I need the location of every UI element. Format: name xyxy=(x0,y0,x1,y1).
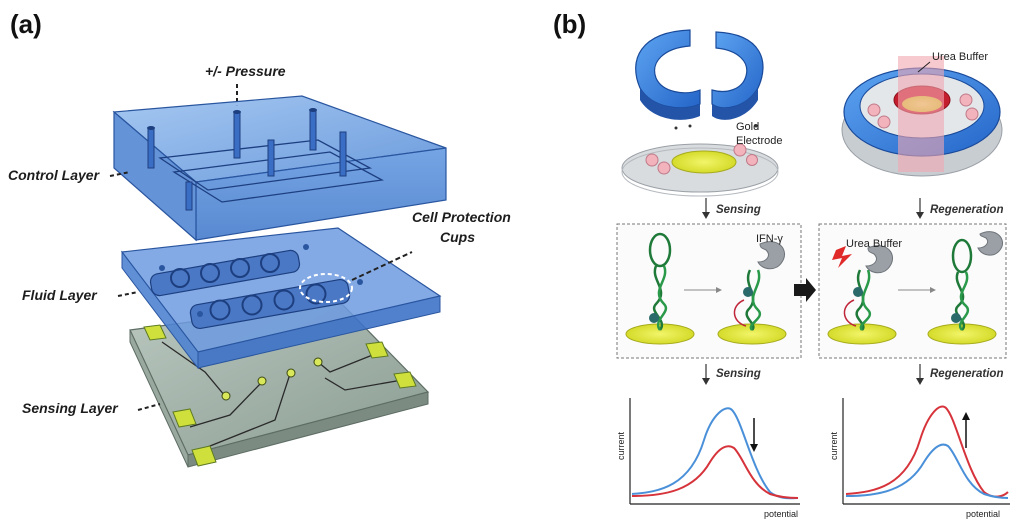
cups-label-line2: Cups xyxy=(440,229,475,245)
split-ring-assembly xyxy=(635,29,764,120)
arrow-down-icon xyxy=(916,198,924,219)
arrow-down-icon xyxy=(916,364,924,385)
sensing-step-label-2: Sensing xyxy=(716,368,761,380)
panel-b-label: (b) xyxy=(553,9,586,39)
arrow-down-icon xyxy=(750,418,758,452)
ifn-label: IFN-γ xyxy=(756,233,783,245)
panel-a-label: (a) xyxy=(10,9,42,39)
control-layer-label: Control Layer xyxy=(8,167,101,183)
arrow-up-icon xyxy=(962,412,970,448)
plot-left xyxy=(629,398,800,505)
gold-label-line2: Electrode xyxy=(736,135,782,147)
plot-left-xlabel: potential xyxy=(764,509,798,519)
urea-buffer-top-label: Urea Buffer xyxy=(932,51,988,63)
sensing-box-content xyxy=(625,232,787,345)
cup-highlight xyxy=(299,273,353,303)
dna-aptamer-icon xyxy=(733,269,762,331)
plot-left-curve-red xyxy=(631,445,799,499)
plot-left-ylabel: current xyxy=(616,431,626,460)
dna-aptamer-icon xyxy=(951,238,973,331)
regeneration-step-label-2: Regeneration xyxy=(930,368,1004,380)
regeneration-step-label: Regeneration xyxy=(930,204,1004,216)
lightning-icon xyxy=(832,246,852,268)
plot-right-curve-blue xyxy=(845,443,1009,499)
plot-right-curve-red xyxy=(845,405,1009,498)
arrow-down-icon xyxy=(702,364,710,385)
urea-leader-line xyxy=(917,61,931,73)
plot-right-xlabel: potential xyxy=(966,509,1000,519)
fluid-layer-label: Fluid Layer xyxy=(22,287,98,303)
urea-buffer-mid-label: Urea Buffer xyxy=(846,238,902,250)
pressure-label: +/- Pressure xyxy=(205,63,286,79)
arrow-down-icon xyxy=(702,198,710,219)
control-leader-line xyxy=(109,171,131,177)
fluid-layer xyxy=(120,227,442,370)
control-layer xyxy=(112,95,447,242)
dna-aptamer-icon xyxy=(843,269,872,331)
fluid-leader-line xyxy=(117,291,139,297)
plot-left-curve-blue xyxy=(631,407,799,500)
sensing-leader-line xyxy=(137,403,161,411)
cups-label-line1: Cell Protection xyxy=(412,209,511,225)
ifn-protein-icon xyxy=(757,241,785,270)
plot-right-ylabel: current xyxy=(829,431,839,460)
arrow-right-icon xyxy=(794,278,816,302)
gold-electrode-disk xyxy=(621,124,779,197)
plot-right xyxy=(842,398,1010,505)
assembled-ring xyxy=(841,56,1003,177)
regeneration-box-content xyxy=(827,231,1003,345)
gold-label-line1: Gold xyxy=(736,121,759,133)
sensing-step-label: Sensing xyxy=(716,204,761,216)
cups-leader-line xyxy=(351,251,413,281)
sensing-layer-label: Sensing Layer xyxy=(22,400,119,416)
dna-aptamer-icon xyxy=(648,232,672,331)
